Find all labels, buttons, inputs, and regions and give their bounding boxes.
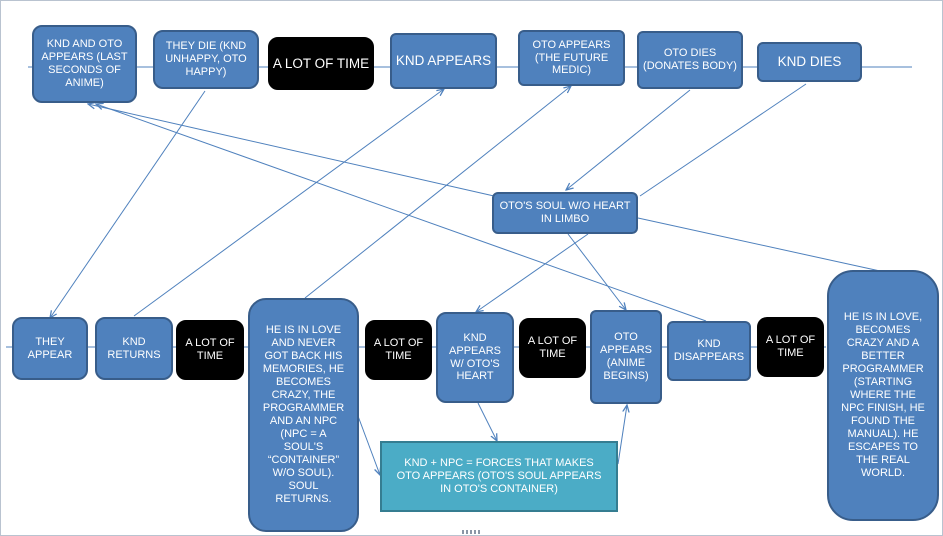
arrow-knd-heart-to-forces: [477, 402, 497, 441]
arrow-oto-dies-to-limbo: [566, 89, 691, 190]
arrow-limbo-to-oto-anime: [567, 233, 626, 310]
node-knd-appears-top[interactable]: KND APPEARS: [390, 33, 497, 89]
arrow-memories-to-oto-future-medic: [304, 86, 571, 299]
node-knd-returns[interactable]: KND RETURNS: [95, 317, 173, 380]
node-knd-dies[interactable]: KND DIES: [757, 42, 862, 82]
node-a-lot-of-time-top[interactable]: A LOT OF TIME: [268, 37, 374, 90]
node-oto-soul-limbo[interactable]: OTO'S SOUL W/O HEART IN LIMBO: [492, 192, 638, 234]
node-oto-dies[interactable]: OTO DIES (DONATES BODY): [637, 31, 743, 89]
node-a-lot-of-time-4[interactable]: A LOT OF TIME: [757, 317, 824, 377]
node-a-lot-of-time-1[interactable]: A LOT OF TIME: [176, 320, 244, 380]
node-they-appear[interactable]: THEY APPEAR: [12, 317, 88, 380]
node-a-lot-of-time-3[interactable]: A LOT OF TIME: [519, 318, 586, 378]
arrow-they-die-to-they-appear: [50, 90, 206, 318]
node-a-lot-of-time-2[interactable]: A LOT OF TIME: [365, 320, 432, 380]
node-he-is-in-love-memories[interactable]: HE IS IN LOVE AND NEVER GOT BACK HIS MEM…: [248, 298, 359, 532]
arrow-memories-to-forces: [357, 415, 380, 475]
node-knd-oto-appears-last-seconds[interactable]: KND AND OTO APPEARS (LAST SECONDS OF ANI…: [32, 25, 137, 103]
node-knd-npc-forces[interactable]: KND + NPC = FORCES THAT MAKES OTO APPEAR…: [380, 441, 618, 512]
node-oto-appears-anime-begins[interactable]: OTO APPEARS (ANIME BEGINS): [590, 310, 662, 404]
node-he-is-in-love-programmer[interactable]: HE IS IN LOVE, BECOMES CRAZY AND A BETTE…: [827, 270, 939, 521]
node-oto-appears-future-medic[interactable]: OTO APPEARS (THE FUTURE MEDIC): [518, 30, 625, 86]
arrow-knd-returns-to-knd-appears: [133, 89, 444, 317]
line-knd-dies-to-limbo: [639, 83, 807, 197]
arrow-knd-disappears-to-last-seconds: [96, 104, 707, 322]
arrow-limbo-to-last-seconds: [88, 104, 495, 197]
node-knd-disappears[interactable]: KND DISAPPEARS: [667, 321, 751, 381]
arrow-forces-to-oto-anime: [617, 405, 627, 465]
resize-grip-icon[interactable]: [462, 530, 480, 534]
line-limbo-to-right-box: [637, 217, 881, 272]
node-knd-appears-with-heart[interactable]: KND APPEARS W/ OTO'S HEART: [436, 312, 514, 403]
arrow-limbo-to-knd-heart: [476, 233, 589, 312]
node-they-die[interactable]: THEY DIE (KND UNHAPPY, OTO HAPPY): [153, 30, 259, 89]
